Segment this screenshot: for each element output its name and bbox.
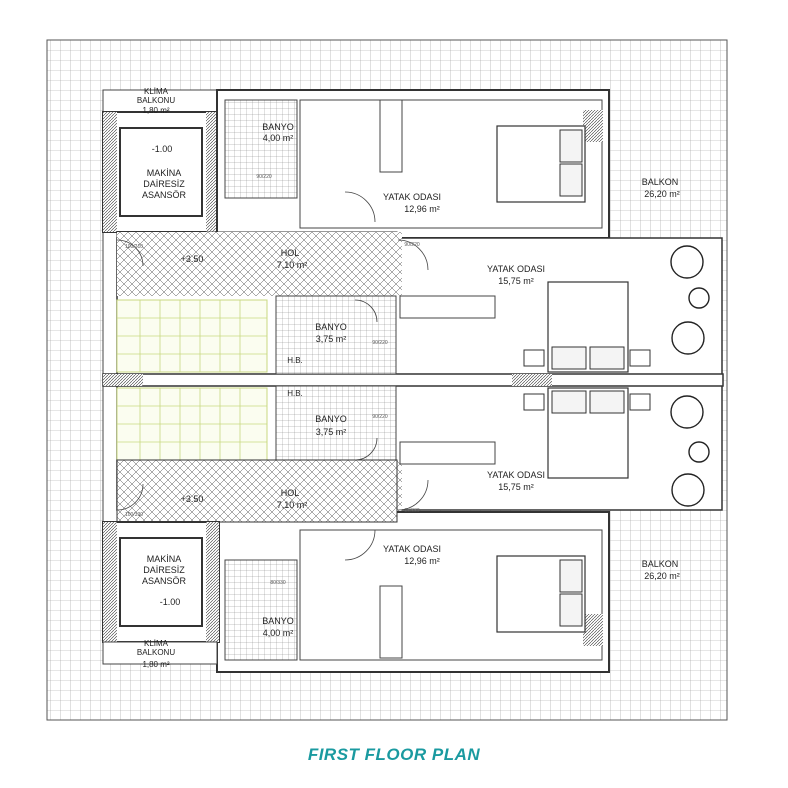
door-label-8: 90/220 [372, 340, 388, 346]
bed-mid-bottom-pillow1 [551, 390, 587, 414]
balkon-area-top: 26,20 m² [644, 189, 680, 199]
yatak-area-mid-bottom: 15,75 m² [498, 482, 534, 492]
hol-bottom-area [116, 459, 398, 523]
hol-label-top: HOL [281, 248, 300, 258]
banyo-mid-bottom-area [275, 385, 397, 465]
hol-label-bottom: HOL [281, 488, 300, 498]
bed-mid-top-pillow1 [551, 346, 587, 370]
yatak-area-bottom: 12,96 m² [404, 556, 440, 566]
door-label-9: 90/220 [372, 414, 388, 420]
nightstand-2 [629, 349, 651, 367]
door-label-6: 80/330 [404, 508, 420, 514]
makina-inner-top [119, 127, 203, 217]
hb-label-bottom: H.B. [287, 389, 303, 398]
yatak-label-bottom: YATAK ODASI [383, 544, 441, 554]
hb-label-top: H.B. [287, 356, 303, 365]
closet-mid-bottom [399, 441, 496, 465]
door-label-1: 90/220 [256, 174, 272, 180]
banyo-top-area [224, 99, 298, 199]
banyo-area-mid-bottom: 3,75 m² [316, 427, 347, 437]
banyo-bottom-area [224, 559, 298, 661]
door-swings [116, 191, 429, 561]
bed-bottom-pillow2 [559, 593, 583, 627]
klima-area-top: 1,80 m² [142, 106, 169, 115]
nightstand-4 [629, 393, 651, 411]
hol-area-top: 7,10 m² [277, 260, 308, 270]
hol-level-bottom: +3.50 [181, 494, 204, 504]
makina-wall-left-bottom [103, 522, 117, 642]
makina-level-top: -1.00 [152, 144, 173, 154]
door-label-3: 90/220 [404, 242, 420, 248]
door-label-7: 80/330 [270, 580, 286, 586]
makina-level-bottom: -1.00 [160, 597, 181, 607]
klima-area-bottom: 1,80 m² [142, 660, 169, 669]
hol-level-top: +3.50 [181, 254, 204, 264]
wall-hatch-top [583, 110, 603, 142]
nightstand-1 [523, 349, 545, 367]
center-divider [102, 373, 724, 387]
balkon-area-bottom: 26,20 m² [644, 571, 680, 581]
yatak-label-mid-bottom: YATAK ODASI [487, 470, 545, 480]
banyo-mid-top-area [275, 295, 397, 375]
banyo-label-bottom: BANYO [262, 616, 294, 626]
yatak-label-top: YATAK ODASI [383, 192, 441, 202]
yatak-area-top: 12,96 m² [404, 204, 440, 214]
nightstand-3 [523, 393, 545, 411]
corridor-diag-top [117, 232, 402, 296]
closet-bottom [379, 585, 403, 659]
banyo-area-bottom: 4,00 m² [263, 628, 294, 638]
closet-top [379, 99, 403, 173]
divider-hatch-left [103, 374, 143, 386]
door-label-5: 100/330 [125, 512, 143, 518]
yatak-label-mid-top: YATAK ODASI [487, 264, 545, 274]
stairs-lines [117, 300, 267, 460]
balkon-label-bottom: BALKON [642, 559, 679, 569]
banyo-label-top: BANYO [262, 122, 294, 132]
bed-bottom-pillow1 [559, 559, 583, 593]
bed-mid-bottom-pillow2 [589, 390, 625, 414]
balkon-label-top: BALKON [642, 177, 679, 187]
makina-wall-right-top [206, 112, 219, 232]
plan-title: FIRST FLOOR PLAN [307, 745, 481, 764]
banyo-label-mid-bottom: BANYO [315, 414, 347, 424]
bed-top-pillow2 [559, 163, 583, 197]
divider-hatch-right [512, 374, 552, 386]
makina-wall-left-top [103, 112, 117, 232]
banyo-label-mid-top: BANYO [315, 322, 347, 332]
bed-mid-top-pillow2 [589, 346, 625, 370]
closet-mid-top [399, 295, 496, 319]
door-label-2: 100/210 [125, 244, 143, 250]
makina-inner-bottom [119, 537, 203, 627]
klima-balkonu-bottom [102, 641, 218, 665]
hol-area-bottom: 7,10 m² [277, 500, 308, 510]
banyo-area-mid-top: 3,75 m² [316, 334, 347, 344]
bed-top-pillow1 [559, 129, 583, 163]
armchairs [670, 245, 710, 507]
wall-hatch-bottom [583, 614, 603, 646]
makina-wall-right-bottom [206, 522, 219, 642]
yatak-area-mid-top: 15,75 m² [498, 276, 534, 286]
banyo-area-top: 4,00 m² [263, 133, 294, 143]
